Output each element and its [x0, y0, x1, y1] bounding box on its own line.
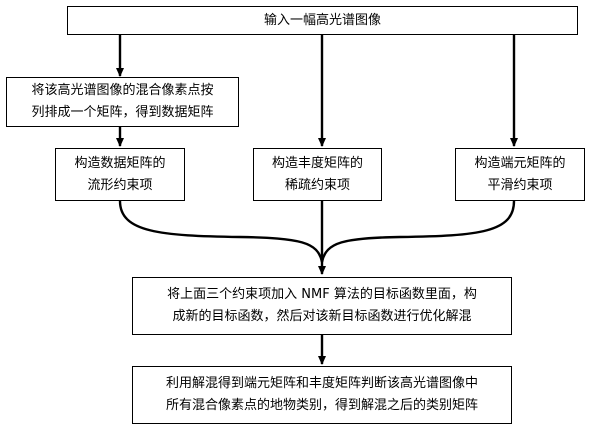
merge-curve-right: [320, 200, 516, 263]
result-box: 利用解混得到端元矩阵和丰度矩阵判断该高光谱图像中 所有混合像素点的地物类别，得到…: [132, 366, 512, 424]
smooth-line-2: 平滑约束项: [487, 177, 553, 193]
objective-line-1: 将上面三个约束项加入 NMF 算法的目标函数里面，构: [167, 287, 477, 302]
smooth-constraint-box: 构造端元矩阵的 平滑约束项: [455, 148, 585, 201]
manifold-constraint-box: 构造数据矩阵的 流形约束项: [55, 148, 185, 201]
smooth-line-1: 构造端元矩阵的: [474, 155, 566, 171]
input-image-box: 输入一幅高光谱图像: [67, 6, 578, 35]
manifold-line-2: 流形约束项: [87, 177, 153, 193]
build-matrix-line-1: 将该高光谱图像的混合像素点按: [31, 83, 214, 98]
build-matrix-box: 将该高光谱图像的混合像素点按 列排成一个矩阵，得到数据矩阵: [6, 77, 239, 127]
objective-line-2: 成新的目标函数，然后对该新目标函数进行优化解混: [172, 309, 472, 324]
build-matrix-line-2: 列排成一个矩阵，得到数据矩阵: [31, 105, 214, 120]
merge-curve-left: [118, 200, 324, 263]
sparse-constraint-box: 构造丰度矩阵的 稀疏约束项: [253, 148, 382, 201]
manifold-line-1: 构造数据矩阵的: [74, 155, 166, 171]
sparse-line-1: 构造丰度矩阵的: [271, 155, 363, 171]
sparse-line-2: 稀疏约束项: [284, 177, 350, 193]
result-line-2: 所有混合像素点的地物类别，得到解混之后的类别矩阵: [165, 398, 478, 413]
objective-function-box: 将上面三个约束项加入 NMF 算法的目标函数里面，构 成新的目标函数，然后对该新…: [132, 277, 512, 335]
input-image-text: 输入一幅高光谱图像: [263, 12, 381, 28]
result-line-1: 利用解混得到端元矩阵和丰度矩阵判断该高光谱图像中: [165, 376, 478, 391]
